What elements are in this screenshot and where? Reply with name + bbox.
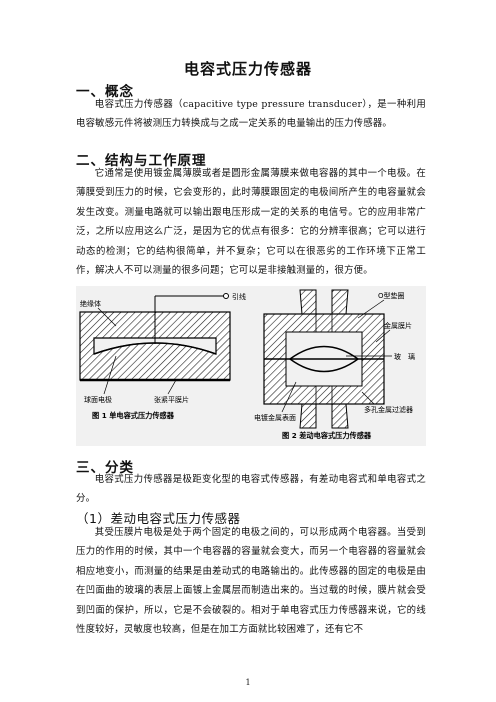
upper-electrode bbox=[289, 345, 359, 360]
label-porous-filter: 多孔金属过滤器 bbox=[364, 405, 413, 414]
label-diaphragm: 张紧平膜片 bbox=[154, 395, 189, 404]
paragraph-concept: 电容式压力传感器（capacitive type pressure transd… bbox=[76, 99, 426, 130]
label-lead: 引线 bbox=[232, 292, 246, 301]
section-heading-classification: 三、分类 bbox=[76, 460, 134, 476]
paragraph-differential: 其受压膜片电极是处于两个固定的电极之间的，可以形成两个电容器。当受到压力的作用的… bbox=[76, 527, 426, 636]
caption-figure-2: 图 2 差动电容式压力传感器 bbox=[282, 431, 372, 440]
page-number: 1 bbox=[245, 678, 251, 687]
figure-2-diagram: O型垫圈 金属膜片 玻 璃 电镀金属表面 多孔金属过滤器 图 2 差动电容式压力… bbox=[254, 289, 415, 440]
figure-1-diagram: 绝缘体 引线 球面电极 张紧平膜片 图 1 单电容式压力传感器 bbox=[79, 292, 246, 420]
sensor-diagrams: 绝缘体 引线 球面电极 张紧平膜片 图 1 单电容式压力传感器 bbox=[79, 289, 415, 440]
label-metal-diaphragm: 金属膜片 bbox=[384, 321, 412, 330]
label-glass: 玻 璃 bbox=[394, 352, 415, 361]
caption-figure-1: 图 1 单电容式压力传感器 bbox=[92, 411, 175, 420]
label-spherical-electrode: 球面电极 bbox=[84, 395, 112, 404]
section-heading-structure: 二、结构与工作原理 bbox=[76, 153, 207, 169]
terminal-circle bbox=[223, 293, 229, 299]
section-heading-concept: 一、概念 bbox=[76, 84, 134, 100]
label-insulator: 绝缘体 bbox=[80, 299, 101, 308]
paragraph-classification: 电容式压力传感器是极距变化型的电容式传感器，有差动电容式和单电容式之分。 bbox=[76, 474, 426, 505]
sensor-figure: 绝缘体 引线 球面电极 张紧平膜片 图 1 单电容式压力传感器 bbox=[76, 286, 426, 446]
paragraph-structure: 它通常是使用镀金属薄膜或者是圆形金属薄膜来做电容器的其中一个电极。在薄膜受到压力… bbox=[76, 168, 426, 277]
label-o-ring: O型垫圈 bbox=[378, 291, 405, 300]
page-title: 电容式压力传感器 bbox=[183, 60, 312, 78]
subsection-heading-differential: （1）差动电容式压力传感器 bbox=[76, 511, 241, 526]
label-plated-surface: 电镀金属表面 bbox=[254, 413, 296, 422]
lower-electrode bbox=[289, 358, 359, 373]
